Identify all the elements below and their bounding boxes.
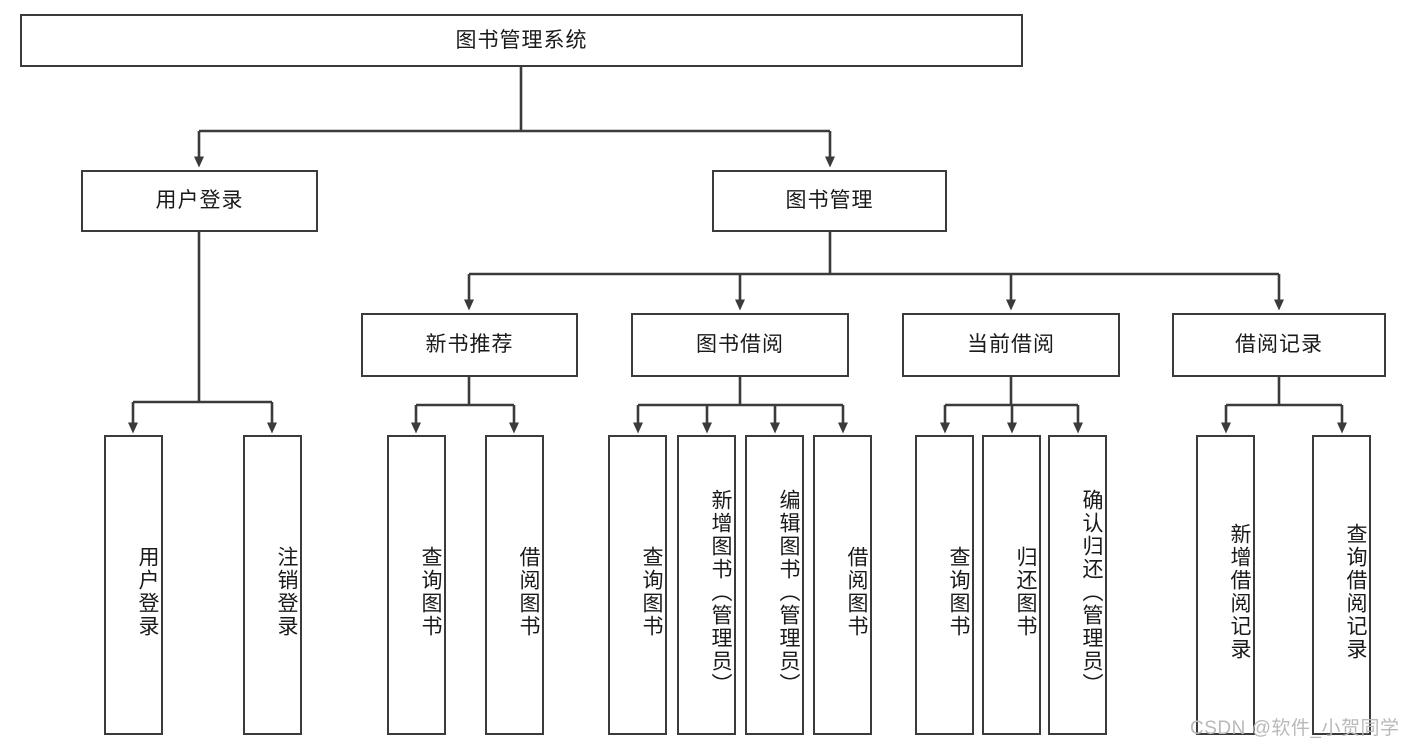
leaf-label: 新增图书（管理员）	[709, 488, 732, 696]
leaf-book-borrow-query-book[interactable]: 查询图书	[608, 435, 667, 735]
leaf-label: 编辑图书（管理员）	[777, 488, 800, 696]
node-label: 图书管理系统	[455, 28, 588, 52]
leaf-new-book-query-book[interactable]: 查询图书	[387, 435, 446, 735]
node-book-borrow[interactable]: 图书借阅	[631, 313, 849, 377]
leaf-label: 借阅图书	[517, 546, 540, 638]
node-user-login[interactable]: 用户登录	[81, 170, 318, 232]
node-new-book-recommend[interactable]: 新书推荐	[361, 313, 578, 377]
leaf-current-borrow-return-book[interactable]: 归还图书	[982, 435, 1041, 735]
leaf-label: 查询图书	[419, 546, 442, 638]
leaf-label: 查询图书	[947, 546, 970, 638]
leaf-book-borrow-borrow-book[interactable]: 借阅图书	[813, 435, 872, 735]
leaf-user-login-logout[interactable]: 注销登录	[243, 435, 302, 735]
csdn-watermark: CSDN @软件_小贺同学	[1190, 718, 1400, 739]
leaf-new-book-borrow-book[interactable]: 借阅图书	[485, 435, 544, 735]
leaf-label: 新增借阅记录	[1228, 523, 1251, 661]
leaf-label: 查询图书	[640, 546, 663, 638]
leaf-label: 用户登录	[136, 546, 159, 638]
leaf-borrow-record-add-record[interactable]: 新增借阅记录	[1196, 435, 1255, 735]
node-label: 图书借阅	[696, 333, 784, 357]
node-root-library-system[interactable]: 图书管理系统	[20, 14, 1023, 67]
leaf-label: 归还图书	[1014, 546, 1037, 638]
node-book-management[interactable]: 图书管理	[712, 170, 947, 232]
node-label: 新书推荐	[425, 333, 514, 357]
leaf-label: 借阅图书	[845, 546, 868, 638]
leaf-borrow-record-query-record[interactable]: 查询借阅记录	[1312, 435, 1371, 735]
node-label: 当前借阅	[967, 333, 1055, 357]
node-borrow-record[interactable]: 借阅记录	[1172, 313, 1386, 377]
node-label: 用户登录	[155, 189, 244, 213]
node-label: 借阅记录	[1235, 333, 1323, 357]
node-current-borrow[interactable]: 当前借阅	[902, 313, 1120, 377]
leaf-book-borrow-edit-book-admin[interactable]: 编辑图书（管理员）	[745, 435, 804, 735]
leaf-book-borrow-add-book-admin[interactable]: 新增图书（管理员）	[677, 435, 736, 735]
leaf-label: 注销登录	[275, 546, 298, 638]
node-label: 图书管理	[785, 189, 874, 213]
leaf-label: 确认归还（管理员）	[1080, 488, 1103, 696]
leaf-user-login-login[interactable]: 用户登录	[104, 435, 163, 735]
leaf-label: 查询借阅记录	[1344, 523, 1367, 661]
leaf-current-borrow-confirm-return-admin[interactable]: 确认归还（管理员）	[1048, 435, 1107, 735]
leaf-current-borrow-query-book[interactable]: 查询图书	[915, 435, 974, 735]
